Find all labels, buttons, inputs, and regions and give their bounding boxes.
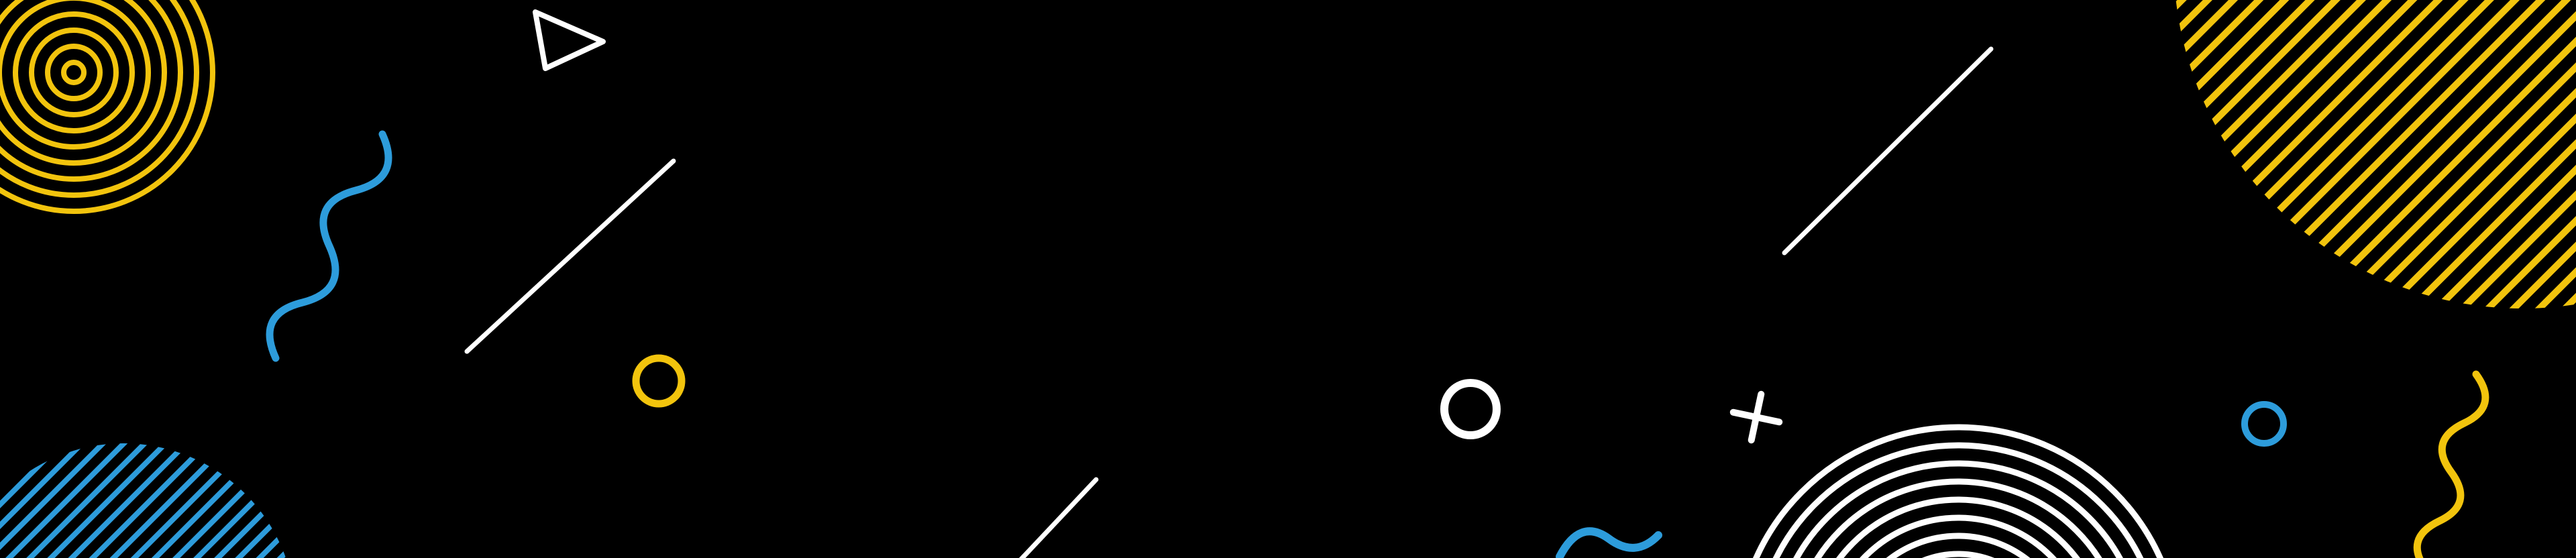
blue-squiggle-line-left bbox=[266, 130, 392, 362]
white-diagonal-line-long-right bbox=[1782, 46, 1994, 256]
yellow-squiggle-line-right bbox=[2413, 370, 2489, 558]
yellow-circle-outline-small bbox=[632, 354, 686, 408]
white-plus-icon bbox=[1729, 390, 1783, 444]
white-diagonal-line-short-bottom bbox=[1019, 477, 1099, 558]
blue-hatched-circle-bottom-left bbox=[0, 443, 286, 558]
blue-wave-line-bottom bbox=[1556, 527, 1662, 558]
yellow-concentric-circles-top-left bbox=[0, 0, 215, 214]
white-triangle-outline-top bbox=[533, 9, 606, 71]
white-concentric-circles-bottom bbox=[1752, 424, 2164, 558]
white-diagonal-line-long-left bbox=[464, 158, 676, 354]
yellow-hatched-circle-top-right bbox=[2176, 0, 2576, 309]
white-circle-outline-middle bbox=[1440, 379, 1501, 439]
blue-circle-outline-small-right bbox=[2241, 401, 2287, 447]
